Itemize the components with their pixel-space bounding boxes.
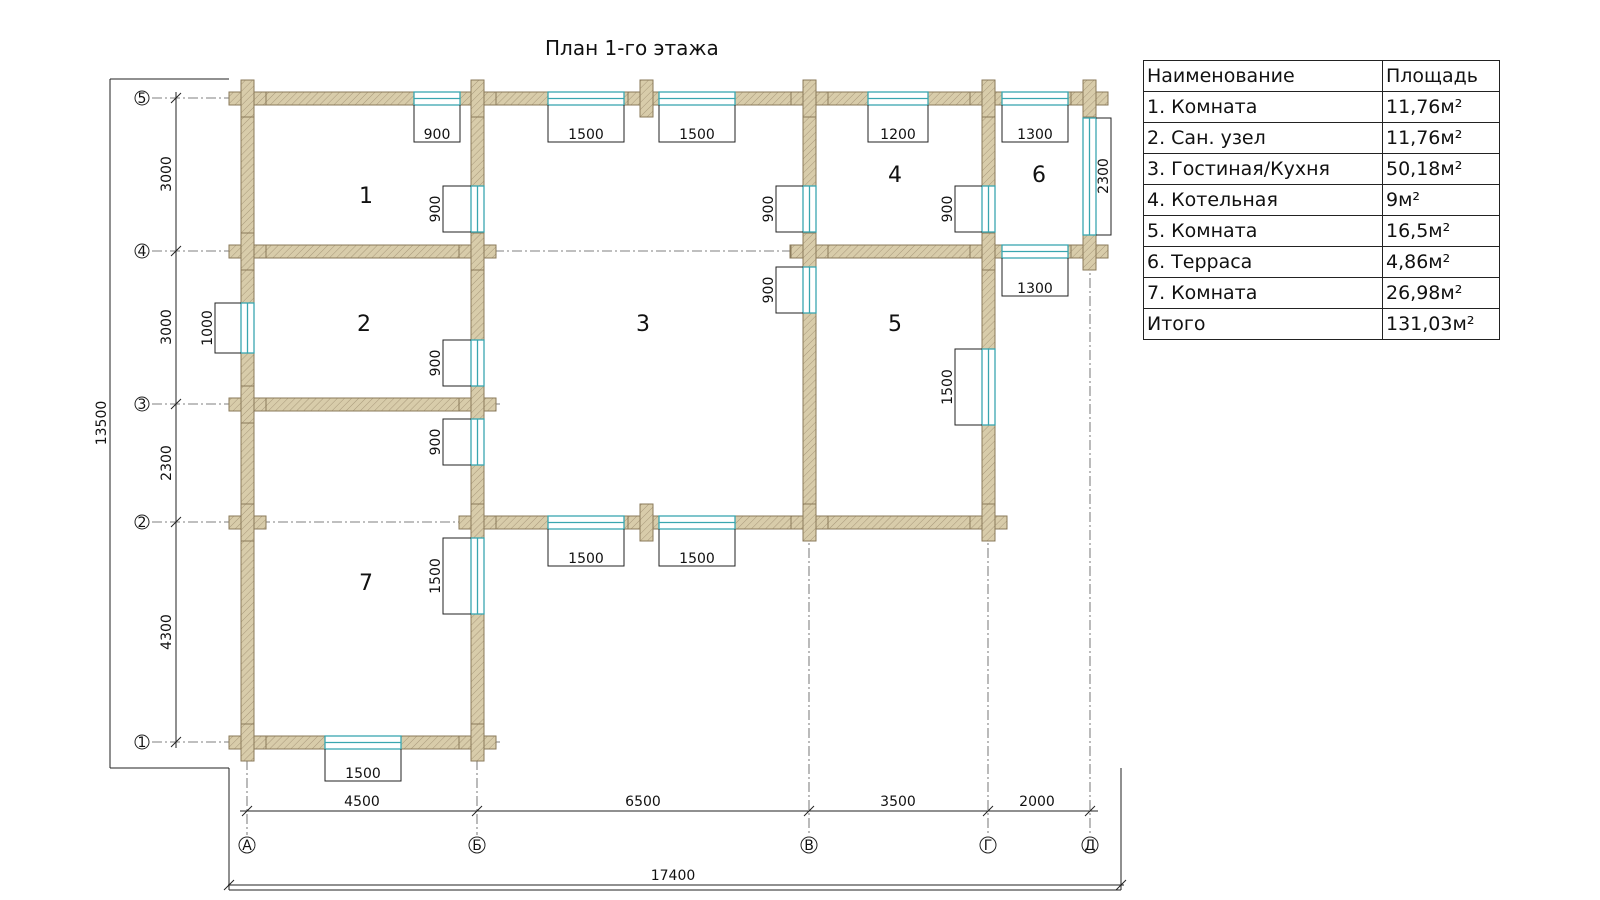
row-name: 7. Комната xyxy=(1143,277,1383,309)
room-label-1: 1 xyxy=(359,184,373,209)
dimension-bottom: 3500 xyxy=(880,794,916,810)
window-dim: 1500 xyxy=(679,551,715,567)
row-name: 1. Комната xyxy=(1143,91,1383,123)
table-header-row: Наименование Площадь xyxy=(1143,60,1500,92)
room-label-2: 2 xyxy=(357,312,371,337)
window-dim: 1500 xyxy=(940,369,956,405)
row-area: 11,76м² xyxy=(1382,122,1500,154)
row-area: 131,03м² xyxy=(1382,308,1500,340)
row-name: 3. Гостиная/Кухня xyxy=(1143,153,1383,185)
window-dim: 1500 xyxy=(345,766,381,782)
header-area: Площадь xyxy=(1382,60,1500,92)
window-dim: 1500 xyxy=(428,558,444,594)
windows xyxy=(240,91,1097,750)
row-name: 6. Терраса xyxy=(1143,246,1383,278)
dimension-left: 3000 xyxy=(159,309,175,345)
outer-frame-lines xyxy=(109,78,1122,891)
window-dim: 900 xyxy=(761,196,777,223)
axis-label-2: 2 xyxy=(138,515,147,531)
window-dim: 1500 xyxy=(568,127,604,143)
dimension-overall-width: 17400 xyxy=(651,868,696,884)
axis-label-4: 4 xyxy=(138,244,147,260)
header-name: Наименование xyxy=(1143,60,1383,92)
axis-label-b: Б xyxy=(472,838,482,854)
row-name: 5. Комната xyxy=(1143,215,1383,247)
plan-title: План 1-го этажа xyxy=(545,36,719,60)
axis-label-3: 3 xyxy=(138,397,147,413)
window-dim: 900 xyxy=(940,196,956,223)
axis-label-g: Г xyxy=(984,838,993,854)
window-dim: 900 xyxy=(761,277,777,304)
window-dim: 1200 xyxy=(880,127,916,143)
window-dim: 900 xyxy=(424,127,451,143)
window-dim: 900 xyxy=(428,196,444,223)
window-dim: 900 xyxy=(428,350,444,377)
row-name: 4. Котельная xyxy=(1143,184,1383,216)
axis-markers xyxy=(134,90,1099,854)
window-dim: 2300 xyxy=(1096,158,1112,194)
room-label-7: 7 xyxy=(359,571,373,596)
window-leaders xyxy=(214,105,1112,782)
room-label-4: 4 xyxy=(888,163,902,188)
room-label-5: 5 xyxy=(888,312,902,337)
axis-label-1: 1 xyxy=(138,735,147,751)
left-dimension-chain xyxy=(170,92,182,748)
window-dim: 1300 xyxy=(1017,127,1053,143)
window-dim: 1000 xyxy=(200,310,216,346)
window-dim: 1500 xyxy=(679,127,715,143)
axis-label-a: А xyxy=(242,838,252,854)
window-dim: 900 xyxy=(428,429,444,456)
room-label-3: 3 xyxy=(636,312,650,337)
dimension-left: 3000 xyxy=(159,156,175,192)
dimension-bottom: 6500 xyxy=(625,794,661,810)
window-dim: 1500 xyxy=(568,551,604,567)
row-area: 16,5м² xyxy=(1382,215,1500,247)
row-area: 26,98м² xyxy=(1382,277,1500,309)
dimension-overall-height: 13500 xyxy=(94,401,110,446)
axis-label-v: В xyxy=(804,838,814,854)
log-ends xyxy=(228,79,1109,762)
dimension-bottom: 2000 xyxy=(1019,794,1055,810)
row-area: 4,86м² xyxy=(1382,246,1500,278)
axis-label-5: 5 xyxy=(138,91,147,107)
bottom-dimension-chain xyxy=(223,805,1127,891)
room-label-6: 6 xyxy=(1032,163,1046,188)
row-name: 2. Сан. узел xyxy=(1143,122,1383,154)
grid-lines xyxy=(152,97,1100,835)
row-name: Итого xyxy=(1143,308,1383,340)
dimension-left: 4300 xyxy=(159,614,175,650)
dimension-bottom: 4500 xyxy=(344,794,380,810)
row-area: 9м² xyxy=(1382,184,1500,216)
window-dim: 1300 xyxy=(1017,281,1053,297)
dimension-left: 2300 xyxy=(159,445,175,481)
axis-label-d: Д xyxy=(1085,838,1096,854)
